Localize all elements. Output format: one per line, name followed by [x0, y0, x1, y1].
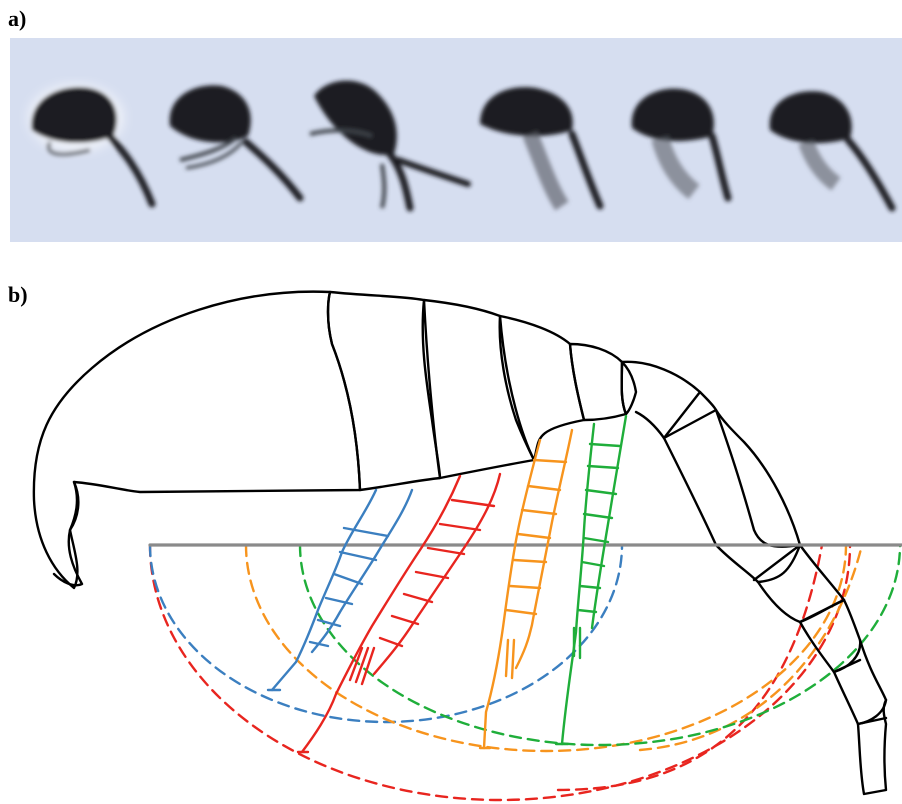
abdomen-segment-3 — [716, 410, 800, 547]
thorax-segment-2 — [424, 300, 534, 478]
stroke-arcs — [150, 545, 900, 800]
urosome-4 — [834, 640, 886, 724]
arc-blue — [150, 545, 622, 722]
abdomen-segment-2 — [622, 362, 716, 438]
thorax-segment-4 — [570, 344, 626, 420]
leg-blue — [268, 490, 412, 690]
abdomen-joint-1 — [664, 392, 700, 438]
abdomen-segment-1 — [622, 362, 636, 414]
leg-orange — [480, 430, 572, 748]
telson — [858, 700, 886, 794]
panel-label-a: a) — [8, 6, 26, 32]
specimen-photo-strip — [10, 38, 902, 242]
urosome-2 — [758, 545, 844, 622]
thorax-segment-1 — [328, 292, 440, 490]
leg-green — [556, 416, 626, 744]
photo-background — [10, 38, 902, 242]
appendage-stroke-diagram — [0, 260, 902, 804]
body-outline — [34, 292, 886, 794]
arc-red-outer — [150, 545, 850, 800]
urosome-3 — [800, 600, 860, 672]
